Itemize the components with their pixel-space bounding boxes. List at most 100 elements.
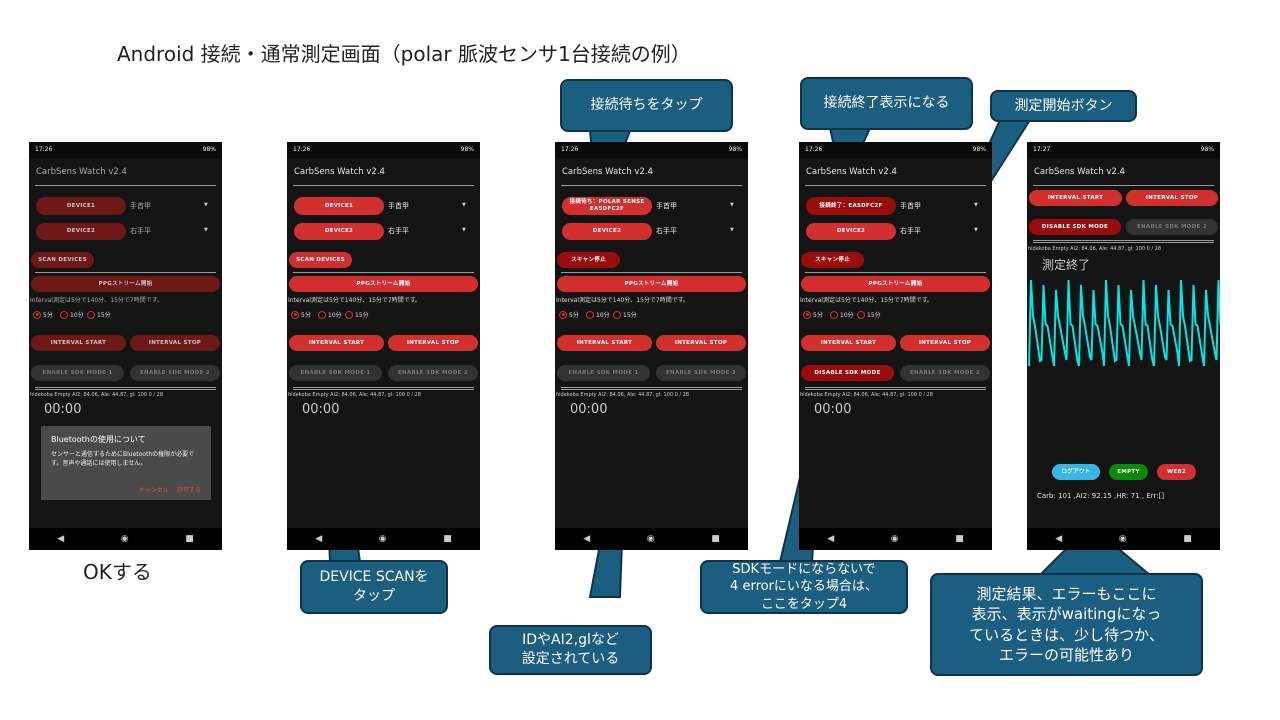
interval-radio-2[interactable]: 10分	[830, 310, 854, 319]
scan-button[interactable]: SCAN DEVICES	[289, 252, 352, 268]
device2-button[interactable]: DEVICE2	[294, 223, 384, 240]
back-icon[interactable]: ◀	[1055, 534, 1063, 544]
dropdown-arrow-icon[interactable]: ▼	[974, 227, 978, 233]
sdk-mode-2-button[interactable]: ENABLE SDK MODE 2	[900, 365, 990, 381]
ppg-stream-button[interactable]: PPGストリーム開始	[289, 276, 478, 292]
scan-button[interactable]: SCAN DEVICES	[31, 252, 94, 268]
interval-stop-button[interactable]: INTERVAL STOP	[1126, 190, 1218, 206]
sdk-mode-1-button[interactable]: ENABLE SDK MODE 1	[31, 365, 124, 381]
radio-circle[interactable]	[613, 310, 621, 319]
dialog-cancel-button[interactable]: キャンセル	[138, 487, 169, 494]
dropdown-arrow-icon[interactable]: ▼	[730, 227, 734, 233]
interval-radio-1[interactable]: 5分	[803, 310, 823, 319]
sdk-mode-2-button[interactable]: ENABLE SDK MODE 2	[1126, 219, 1218, 235]
dialog-allow-button[interactable]: 許可する	[176, 487, 201, 494]
sdk-mode-1-button[interactable]: ENABLE SDK MODE 1	[289, 365, 382, 381]
interval-radio-1[interactable]: 5分	[559, 310, 579, 319]
dropdown-arrow-icon[interactable]: ▼	[974, 202, 978, 208]
home-icon[interactable]: ◉	[1118, 534, 1127, 544]
recent-apps-icon[interactable]: ■	[955, 534, 964, 544]
device1-location-select[interactable]: 手首甲	[900, 202, 921, 210]
radio-circle[interactable]	[803, 310, 811, 319]
interval-radio-3[interactable]: 15分	[87, 310, 111, 319]
interval-radio-1[interactable]: 5分	[291, 310, 311, 319]
interval-start-button[interactable]: INTERVAL START	[289, 335, 384, 351]
sdk-mode-1-button[interactable]: DISABLE SDK MODE	[801, 365, 894, 381]
back-icon[interactable]: ◀	[583, 534, 591, 544]
web2-button[interactable]: WEB2	[1157, 464, 1196, 480]
interval-start-button[interactable]: INTERVAL START	[31, 335, 126, 351]
device2-location-select[interactable]: 右手平	[656, 227, 677, 235]
dropdown-arrow-icon[interactable]: ▼	[730, 202, 734, 208]
radio-circle[interactable]	[33, 310, 41, 319]
back-icon[interactable]: ◀	[315, 534, 323, 544]
recent-apps-icon[interactable]: ■	[443, 534, 452, 544]
interval-radio-1[interactable]: 5分	[33, 310, 53, 319]
dropdown-arrow-icon[interactable]: ▼	[204, 227, 208, 233]
radio-circle[interactable]	[345, 310, 353, 319]
device2-button[interactable]: DEVICE2	[562, 223, 652, 240]
device1-button[interactable]: 接続終了：EA5DFC2F	[806, 197, 896, 215]
device1-button[interactable]: DEVICE1	[294, 197, 384, 215]
home-icon[interactable]: ◉	[378, 534, 387, 544]
home-icon[interactable]: ◉	[120, 534, 129, 544]
interval-stop-button[interactable]: INTERVAL STOP	[900, 335, 990, 351]
radio-label: 5分	[569, 312, 579, 319]
radio-circle[interactable]	[857, 310, 865, 319]
scan-button[interactable]: スキャン停止	[801, 252, 864, 268]
radio-circle[interactable]	[87, 310, 95, 319]
dropdown-arrow-icon[interactable]: ▼	[462, 227, 466, 233]
sdk-mode-2-button[interactable]: ENABLE SDK MODE 2	[656, 365, 746, 381]
device1-location-select[interactable]: 手首甲	[656, 202, 677, 210]
interval-radio-3[interactable]: 15分	[345, 310, 369, 319]
device1-location-select[interactable]: 手首甲	[388, 202, 409, 210]
ppg-stream-button[interactable]: PPGストリーム開始	[31, 276, 220, 292]
ppg-stream-button[interactable]: PPGストリーム開始	[801, 276, 990, 292]
radio-circle[interactable]	[318, 310, 326, 319]
ppg-stream-button[interactable]: PPGストリーム開始	[557, 276, 746, 292]
logout-button[interactable]: ログアウト	[1052, 464, 1100, 480]
interval-start-button[interactable]: INTERVAL START	[557, 335, 652, 351]
interval-radio-3[interactable]: 15分	[857, 310, 881, 319]
elapsed-timer: 00:00	[814, 402, 852, 417]
device1-button[interactable]: 接続待ち：POLAR SENSE EA5DFC2F	[562, 197, 652, 215]
dropdown-arrow-icon[interactable]: ▼	[462, 202, 466, 208]
device2-location-select[interactable]: 右手平	[900, 227, 921, 235]
recent-apps-icon[interactable]: ■	[185, 534, 194, 544]
device2-location-select[interactable]: 右手平	[388, 227, 409, 235]
interval-start-button[interactable]: INTERVAL START	[801, 335, 896, 351]
interval-radio-3[interactable]: 15分	[613, 310, 637, 319]
dropdown-arrow-icon[interactable]: ▼	[204, 202, 208, 208]
radio-circle[interactable]	[291, 310, 299, 319]
device2-button[interactable]: DEVICE2	[36, 223, 126, 240]
home-icon[interactable]: ◉	[890, 534, 899, 544]
interval-stop-button[interactable]: INTERVAL STOP	[130, 335, 220, 351]
interval-stop-button[interactable]: INTERVAL STOP	[656, 335, 746, 351]
interval-stop-button[interactable]: INTERVAL STOP	[388, 335, 478, 351]
interval-radio-2[interactable]: 10分	[60, 310, 84, 319]
back-icon[interactable]: ◀	[827, 534, 835, 544]
home-icon[interactable]: ◉	[646, 534, 655, 544]
device1-location-select[interactable]: 手首甲	[130, 202, 151, 210]
recent-apps-icon[interactable]: ■	[1183, 534, 1192, 544]
interval-radio-2[interactable]: 10分	[318, 310, 342, 319]
sdk-mode-2-button[interactable]: ENABLE SDK MODE 2	[130, 365, 220, 381]
device2-button[interactable]: DEVICE2	[806, 223, 896, 240]
battery-level: 98%	[972, 146, 986, 153]
device2-location-select[interactable]: 右手平	[130, 227, 151, 235]
scan-button[interactable]: スキャン停止	[557, 252, 620, 268]
radio-circle[interactable]	[60, 310, 68, 319]
recent-apps-icon[interactable]: ■	[711, 534, 720, 544]
interval-radio-2[interactable]: 10分	[586, 310, 610, 319]
back-icon[interactable]: ◀	[57, 534, 65, 544]
sdk-mode-2-button[interactable]: ENABLE SDK MODE 2	[388, 365, 478, 381]
interval-start-button[interactable]: INTERVAL START	[1029, 190, 1122, 206]
empty-button[interactable]: EMPTY	[1109, 464, 1148, 480]
sdk-mode-1-button[interactable]: DISABLE SDK MODE	[1029, 219, 1121, 235]
radio-circle[interactable]	[559, 310, 567, 319]
sdk-mode-1-button[interactable]: ENABLE SDK MODE 1	[557, 365, 650, 381]
device1-button[interactable]: DEVICE1	[36, 197, 126, 215]
ppg-waveform	[1028, 279, 1220, 367]
radio-circle[interactable]	[830, 310, 838, 319]
radio-circle[interactable]	[586, 310, 594, 319]
